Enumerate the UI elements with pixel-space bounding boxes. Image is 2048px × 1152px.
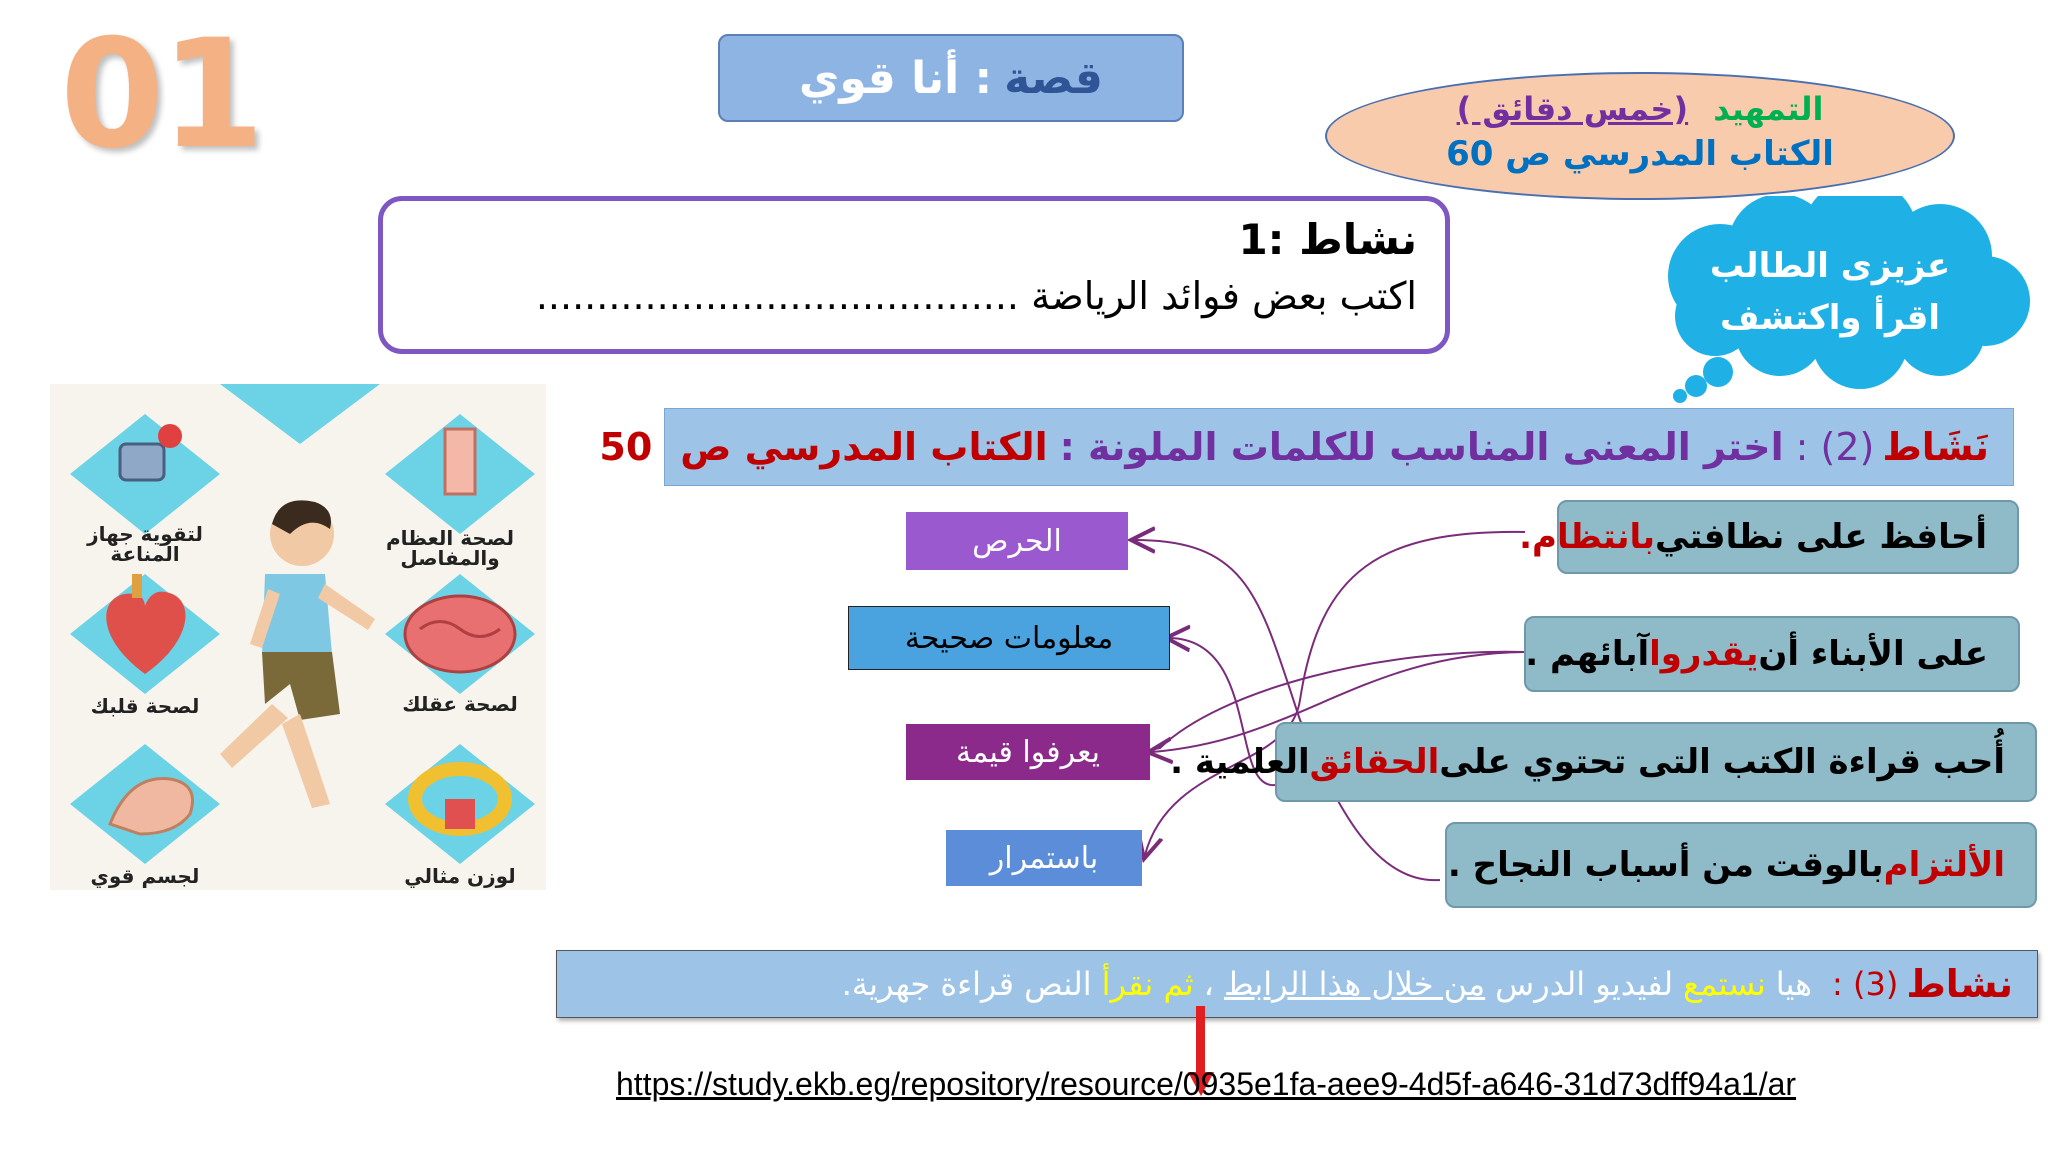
activity3-bar: نشاط (3) : هيا نستمع لفيديو الدرس من خلا… bbox=[556, 950, 2038, 1018]
video-link[interactable]: https://study.ekb.eg/repository/resource… bbox=[616, 1066, 1797, 1102]
meaning-2-label: معلومات صحيحة bbox=[904, 620, 1114, 656]
meaning-box-2[interactable]: معلومات صحيحة bbox=[848, 606, 1170, 670]
meaning-1-label: الحرص bbox=[972, 523, 1062, 559]
meaning-4-label: باستمرار bbox=[989, 840, 1099, 876]
activity2-page: 50 bbox=[599, 425, 653, 469]
bone-icon bbox=[443, 427, 477, 496]
slide-number: 01 bbox=[60, 8, 265, 182]
cloud-line2: اقرأ واكتشف bbox=[1719, 298, 1941, 338]
sentence-1-word: بانتظام bbox=[1532, 517, 1656, 557]
infographic-label-bones: لصحة العظام والمفاصل bbox=[385, 526, 515, 570]
meaning-box-4[interactable]: باستمرار bbox=[946, 830, 1142, 886]
activity3-text1: هيا bbox=[1775, 965, 1813, 1003]
intro-label: التمهيد bbox=[1713, 90, 1824, 128]
sentence-2-word: يقدروا bbox=[1649, 634, 1759, 674]
activity2-book: الكتاب المدرسي ص bbox=[680, 425, 1048, 469]
infographic-art bbox=[70, 384, 535, 864]
cloud-text: عزيزى الطالب اقرأ واكتشف bbox=[1680, 240, 1980, 344]
intro-ellipse: التمهيد (خمس دقائق ) الكتاب المدرسي ص 60 bbox=[1325, 72, 1955, 200]
activity3-text3: لفيديو الدرس bbox=[1495, 965, 1674, 1003]
story-prefix: قصة bbox=[1004, 52, 1103, 104]
infographic-label-weight: لوزن مثالي bbox=[404, 864, 516, 888]
runner-icon bbox=[220, 500, 375, 808]
activity2-num: (2) : bbox=[1795, 425, 1875, 469]
activity3-text7: النص قراءة جهرية. bbox=[841, 965, 1092, 1003]
activity3-num: (3) : bbox=[1832, 965, 1899, 1003]
intro-book-ref: الكتاب المدرسي ص 60 bbox=[1446, 134, 1834, 174]
story-title: : أنا قوي bbox=[799, 52, 993, 104]
meaning-box-3[interactable]: يعرفوا قيمة bbox=[906, 724, 1150, 780]
activity3-text5: ، bbox=[1203, 965, 1214, 1003]
sentence-3-after: العلمية . bbox=[1170, 742, 1310, 782]
activity2-title: نَشَاط bbox=[1882, 425, 1989, 469]
sentence-4-word: الألتزام bbox=[1883, 845, 2005, 885]
muscle-arm-icon bbox=[108, 777, 194, 836]
sentence-4-after: بالوقت من أسباب النجاح . bbox=[1447, 845, 1884, 885]
infographic-label-brain: لصحة عقلك bbox=[402, 692, 518, 716]
infographic-label-immunity: لتقوية جهاز المناعة bbox=[87, 522, 203, 566]
sentence-1: أحافظ على نظافتي بانتظام . bbox=[1519, 500, 2019, 574]
shield-icon bbox=[118, 424, 182, 482]
sentence-1-before: أحافظ على نظافتي bbox=[1655, 517, 1987, 557]
sentence-1-after: . bbox=[1519, 517, 1533, 557]
activity3-title: نشاط bbox=[1906, 962, 2013, 1006]
activity3-text2: نستمع bbox=[1683, 965, 1766, 1003]
activity2-header: نَشَاط (2) : اختر المعنى المناسب للكلمات… bbox=[599, 408, 2014, 486]
activity1-title: نشاط :1 bbox=[1238, 215, 1417, 264]
thought-cloud-icon bbox=[1668, 196, 2030, 403]
sentence-2-after: آبائهم . bbox=[1525, 634, 1650, 674]
heart-icon bbox=[106, 574, 186, 674]
tape-measure-icon bbox=[408, 762, 512, 836]
sentence-2: على الأبناء أن يقدروا آبائهم . bbox=[1524, 616, 2020, 692]
brain-icon bbox=[403, 594, 517, 674]
sentence-3-before: أُحب قراءة الكتب التى تحتوي على bbox=[1439, 742, 2005, 782]
sentence-3-word: الحقائق bbox=[1309, 742, 1440, 782]
sports-benefits-infographic: لتقوية جهاز المناعة لصحة العظام والمفاصل… bbox=[50, 384, 546, 890]
infographic-label-body: لجسم قوي bbox=[90, 864, 200, 888]
activity3-text6: ثم نقرأ bbox=[1101, 965, 1194, 1003]
sentence-2-before: على الأبناء أن bbox=[1758, 634, 1988, 674]
meaning-3-label: يعرفوا قيمة bbox=[956, 734, 1100, 770]
activity1-box: نشاط :1 اكتب بعض فوائد الرياضة .........… bbox=[378, 196, 1450, 354]
activity2-instruction: اختر المعنى المناسب للكلمات الملونة : bbox=[1059, 425, 1784, 469]
cloud-line1: عزيزى الطالب bbox=[1709, 246, 1951, 286]
activity3-text4: من خلال هذا الرابط bbox=[1224, 965, 1486, 1003]
sentence-4: الألتزام بالوقت من أسباب النجاح . bbox=[1445, 822, 2037, 908]
story-title-box: قصة : أنا قوي bbox=[718, 34, 1184, 122]
infographic-label-heart: لصحة قلبك bbox=[90, 694, 200, 718]
intro-duration: (خمس دقائق ) bbox=[1456, 90, 1689, 128]
meaning-box-1[interactable]: الحرص bbox=[906, 512, 1128, 570]
arrow-down-icon bbox=[1188, 1006, 1214, 1096]
activity1-prompt: اكتب بعض فوائد الرياضة .................… bbox=[535, 274, 1417, 318]
sentence-3: أُحب قراءة الكتب التى تحتوي على الحقائق … bbox=[1170, 722, 2037, 802]
